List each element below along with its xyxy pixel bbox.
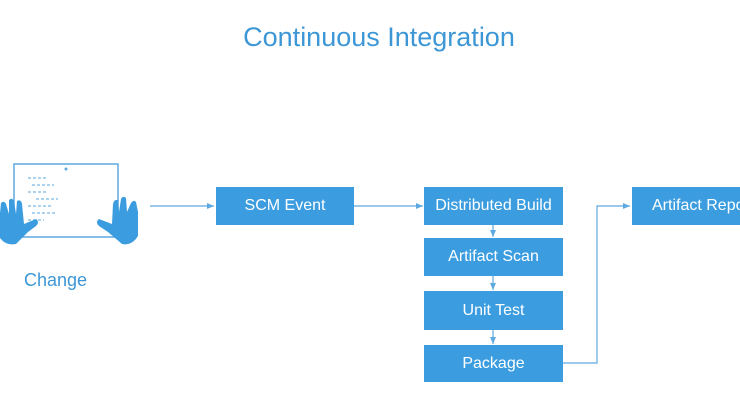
diagram-title: Continuous Integration (243, 22, 515, 52)
node-distributed-build: Distributed Build (424, 187, 563, 225)
node-package: Package (424, 345, 563, 382)
node-unit-test: Unit Test (424, 291, 563, 330)
change-label: Change (24, 270, 88, 290)
node-artifact-scan: Artifact Scan (424, 238, 563, 276)
node-artifact-repository: Artifact Repository (632, 187, 740, 225)
laptop-hands-icon (0, 163, 138, 245)
node-scm-event: SCM Event (216, 187, 354, 225)
